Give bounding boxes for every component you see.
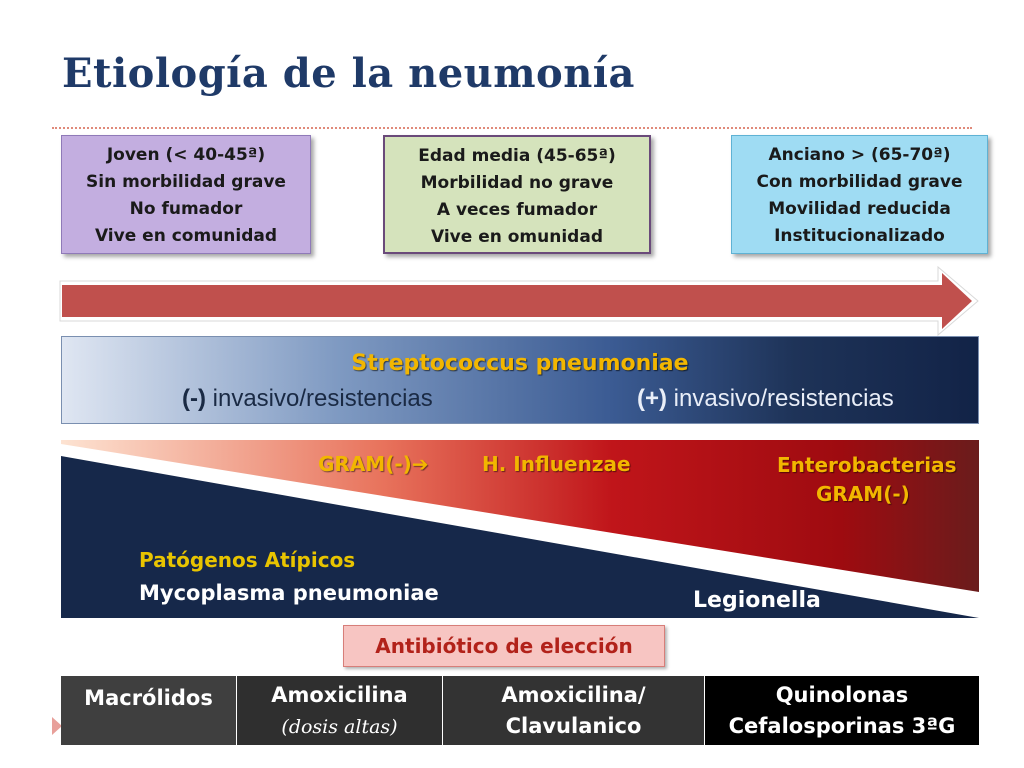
gram-negative-wedge (61, 440, 979, 592)
strep-pos-sign: (+) (637, 385, 667, 412)
atypical-wedge (61, 456, 979, 618)
age-group-middle-line: Edad media (45-65ª) (418, 146, 616, 166)
gram-negative-label: GRAM(-)➔ (318, 452, 429, 476)
legionella-label: Legionella (693, 588, 821, 613)
slide-marker-icon (52, 717, 62, 735)
age-group-elderly-line: Con morbilidad grave (756, 172, 963, 192)
strep-pos-text: invasivo/resistencias (667, 385, 894, 412)
age-group-young-line: Vive en comunidad (94, 226, 278, 246)
age-group-middle-line: Morbilidad no grave (420, 173, 614, 193)
strep-neg-text: invasivo/resistencias (205, 385, 433, 412)
antibiotic-name: Amoxicilina (271, 683, 408, 707)
enterobacterias-gram-label: GRAM(-) (816, 482, 910, 506)
strep-high-invasive: (+) invasivo/resistencias (637, 385, 894, 413)
age-group-young-line: No fumador (129, 199, 243, 219)
antibiotic-of-choice-label: Antibiótico de elección (343, 625, 665, 667)
strep-neg-sign: (-) (182, 385, 206, 412)
mycoplasma-label: Mycoplasma pneumoniae (139, 581, 439, 605)
pathogen-wedge (61, 440, 980, 618)
title-divider (52, 127, 972, 129)
antibiotic-name: Amoxicilina/ (501, 683, 646, 707)
enterobacterias-label: Enterobacterias (777, 453, 957, 477)
antibiotic-cell-quinolonas: Quinolonas Cefalosporinas 3ªG (705, 676, 979, 745)
antibiotic-cell-macrolidos: Macrólidos (61, 676, 237, 745)
age-group-middle-line: A veces fumador (436, 200, 598, 220)
gram-negative-text: GRAM(-) (318, 452, 412, 476)
age-group-middle: Edad media (45-65ª) Morbilidad no grave … (383, 135, 651, 254)
antibiotic-dose-note: (dosis altas) (281, 716, 398, 738)
antibiotic-name: Macrólidos (84, 686, 213, 710)
age-group-elderly-line: Movilidad reducida (768, 199, 951, 219)
strep-low-invasive: (-) invasivo/resistencias (182, 385, 433, 413)
antibiotic-cell-amoxicilina-clavulanico: Amoxicilina/ Clavulanico (443, 676, 705, 745)
streptococcus-title: Streptococcus pneumoniae (351, 351, 689, 376)
atypical-pathogens-label: Patógenos Atípicos (139, 548, 356, 572)
streptococcus-band: Streptococcus pneumoniae (-) invasivo/re… (61, 336, 979, 424)
age-group-young-line: Joven (< 40-45ª) (106, 145, 266, 165)
h-influenzae-label: H. Influenzae (482, 452, 631, 476)
age-group-middle-line: Vive en omunidad (430, 227, 603, 247)
antibiotic-name-line2: Cefalosporinas 3ªG (728, 714, 956, 738)
age-group-elderly-line: Anciano > (65-70ª) (768, 145, 951, 165)
age-group-elderly-line: Institucionalizado (774, 226, 945, 246)
age-group-young: Joven (< 40-45ª) Sin morbilidad grave No… (61, 135, 311, 254)
antibiotic-cell-amoxicilina: Amoxicilina (dosis altas) (237, 676, 443, 745)
antibiotic-name-line2: Clavulanico (505, 714, 642, 738)
slide-title: Etiología de la neumonía (62, 50, 635, 97)
arrow-right-icon: ➔ (411, 452, 429, 476)
age-progression-arrow (59, 265, 979, 337)
age-group-young-line: Sin morbilidad grave (86, 172, 286, 192)
antibiotic-name: Quinolonas (775, 683, 909, 707)
age-group-elderly: Anciano > (65-70ª) Con morbilidad grave … (731, 135, 988, 254)
